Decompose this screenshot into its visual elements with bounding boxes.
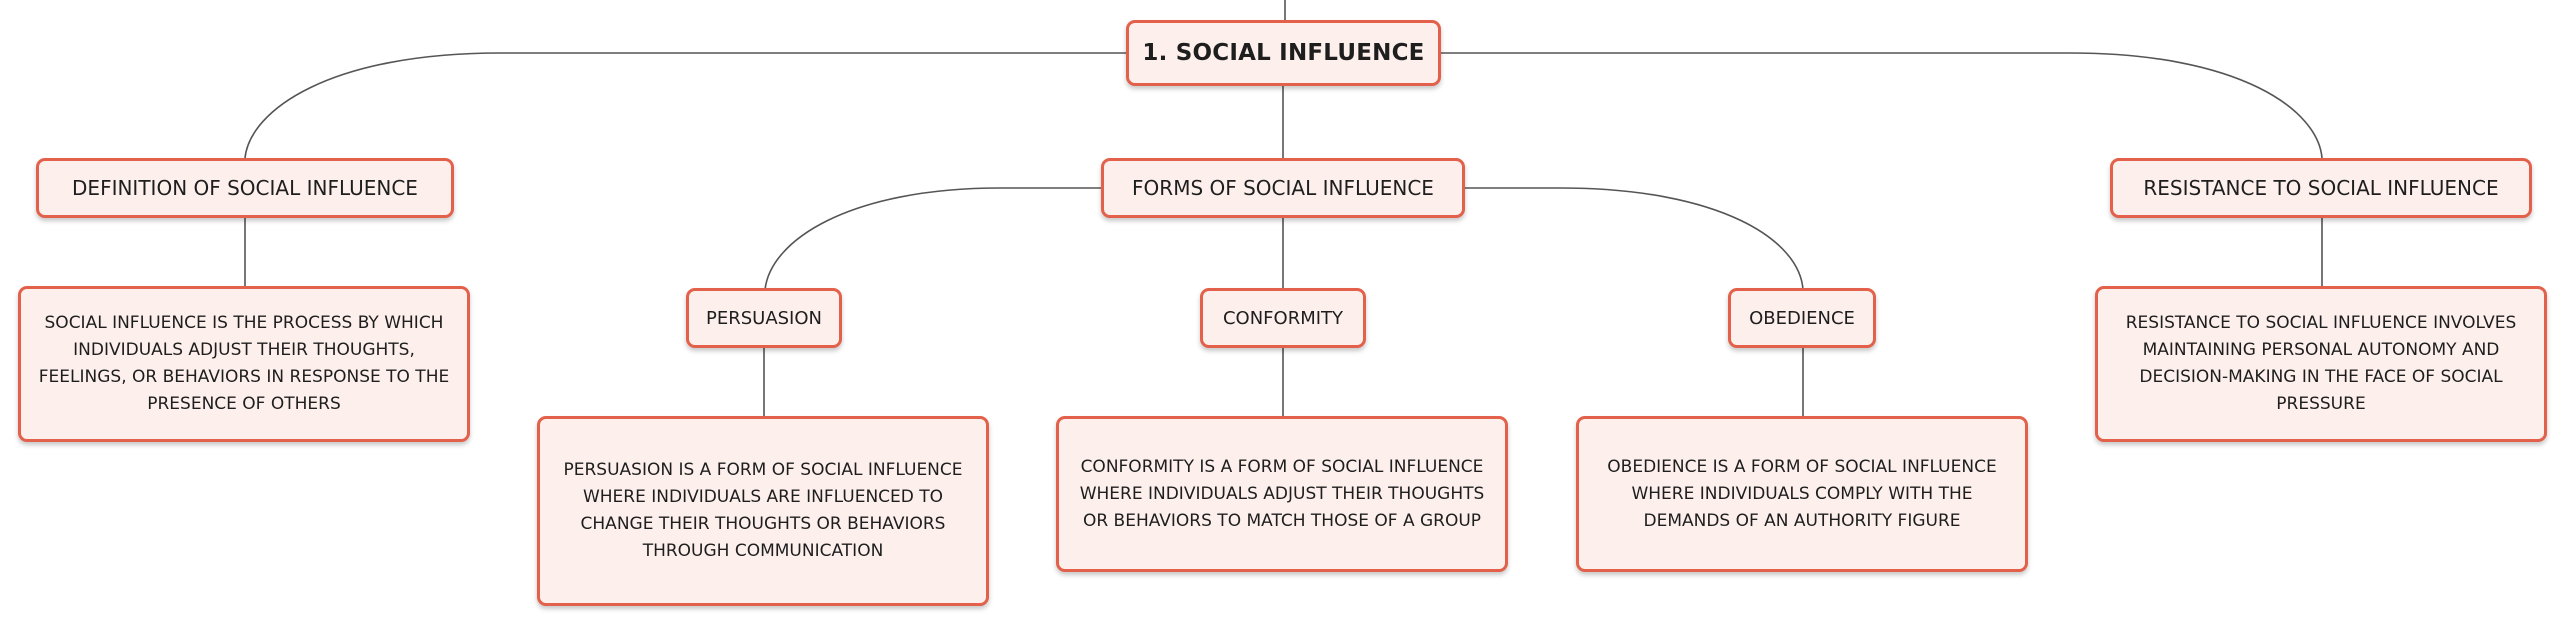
- connector-root-definition: [244, 52, 1128, 159]
- root-node[interactable]: 1. SOCIAL INFLUENCE: [1126, 20, 1441, 86]
- definition-node-label: DEFINITION OF SOCIAL INFLUENCE: [72, 176, 418, 200]
- persuasion-description-node[interactable]: PERSUASION IS A FORM OF SOCIAL INFLUENCE…: [537, 416, 989, 606]
- connector-forms-obedience: [1463, 187, 1804, 291]
- conformity-description-node[interactable]: CONFORMITY IS A FORM OF SOCIAL INFLUENCE…: [1056, 416, 1508, 572]
- obedience-node[interactable]: OBEDIENCE: [1728, 288, 1876, 348]
- forms-node[interactable]: FORMS OF SOCIAL INFLUENCE: [1101, 158, 1465, 218]
- persuasion-node-label: PERSUASION: [705, 307, 822, 329]
- conformity-node[interactable]: CONFORMITY: [1200, 288, 1366, 348]
- connector-root-resistance: [1440, 52, 2323, 159]
- conformity-node-label: CONFORMITY: [1222, 307, 1344, 329]
- resistance-description-text: RESISTANCE TO SOCIAL INFLUENCE INVOLVES …: [2125, 313, 2517, 414]
- root-node-label: 1. SOCIAL INFLUENCE: [1142, 40, 1425, 66]
- definition-description-node[interactable]: SOCIAL INFLUENCE IS THE PROCESS BY WHICH…: [18, 286, 470, 442]
- conformity-description-text: CONFORMITY IS A FORM OF SOCIAL INFLUENCE…: [1079, 456, 1485, 531]
- forms-node-label: FORMS OF SOCIAL INFLUENCE: [1132, 176, 1434, 200]
- connector-forms-persuasion: [764, 187, 1103, 291]
- obedience-description-text: OBEDIENCE IS A FORM OF SOCIAL INFLUENCE …: [1607, 456, 1997, 531]
- resistance-node-label: RESISTANCE TO SOCIAL INFLUENCE: [2143, 176, 2499, 200]
- definition-node[interactable]: DEFINITION OF SOCIAL INFLUENCE: [36, 158, 454, 218]
- obedience-node-label: OBEDIENCE: [1749, 307, 1855, 329]
- definition-description-text: SOCIAL INFLUENCE IS THE PROCESS BY WHICH…: [38, 313, 450, 414]
- resistance-node[interactable]: RESISTANCE TO SOCIAL INFLUENCE: [2110, 158, 2532, 218]
- persuasion-node[interactable]: PERSUASION: [686, 288, 842, 348]
- resistance-description-node[interactable]: RESISTANCE TO SOCIAL INFLUENCE INVOLVES …: [2095, 286, 2547, 442]
- persuasion-description-text: PERSUASION IS A FORM OF SOCIAL INFLUENCE…: [563, 460, 963, 561]
- obedience-description-node[interactable]: OBEDIENCE IS A FORM OF SOCIAL INFLUENCE …: [1576, 416, 2028, 572]
